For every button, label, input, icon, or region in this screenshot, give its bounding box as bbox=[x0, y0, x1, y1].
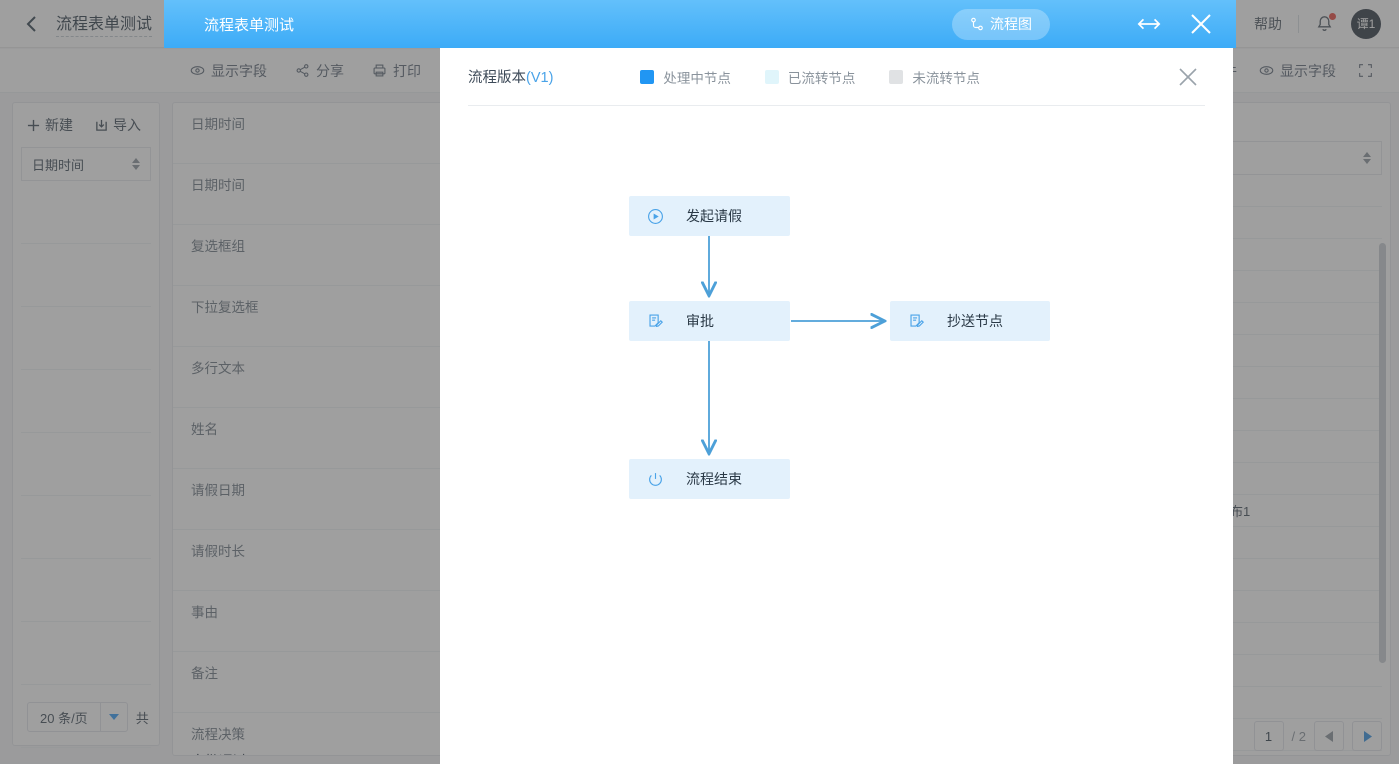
flow-canvas: 发起请假 审批 抄送节点 bbox=[440, 106, 1233, 746]
legend-item: 处理中节点 bbox=[640, 67, 731, 87]
legend-swatch bbox=[640, 69, 655, 84]
flow-header-title: 流程表单测试 bbox=[204, 16, 295, 34]
flow-node-cc[interactable]: 抄送节点 bbox=[890, 301, 1050, 341]
flow-diagram-modal: 流程版本(V1) 处理中节点 已流转节点 未流转节点 bbox=[440, 48, 1233, 764]
flow-node-start[interactable]: 发起请假 bbox=[629, 196, 790, 236]
play-circle-icon bbox=[647, 208, 664, 225]
flow-node-label: 审批 bbox=[686, 313, 714, 329]
flow-node-label: 发起请假 bbox=[686, 208, 742, 224]
flow-version-number: (V1) bbox=[526, 70, 554, 86]
modal-divider bbox=[468, 105, 1205, 106]
power-circle-icon bbox=[647, 471, 664, 488]
flow-header-actions: 流程图 bbox=[952, 8, 1236, 40]
flow-edges bbox=[440, 236, 1233, 746]
flow-node-label: 抄送节点 bbox=[947, 313, 1003, 329]
flow-node-label: 流程结束 bbox=[686, 471, 742, 487]
flow-legend: 处理中节点 已流转节点 未流转节点 bbox=[640, 67, 980, 87]
expand-horizontal-icon[interactable] bbox=[1136, 16, 1162, 32]
flow-chart-button-label: 流程图 bbox=[990, 16, 1032, 32]
flow-modal-header: 流程版本(V1) 处理中节点 已流转节点 未流转节点 bbox=[440, 48, 1233, 105]
legend-item: 未流转节点 bbox=[889, 67, 980, 87]
flow-version-text: 流程版本 bbox=[468, 70, 526, 86]
close-icon[interactable] bbox=[1188, 11, 1214, 37]
flow-node-approve[interactable]: 审批 bbox=[629, 301, 790, 341]
form-edit-icon bbox=[908, 313, 925, 330]
flow-node-end[interactable]: 流程结束 bbox=[629, 459, 790, 499]
legend-swatch bbox=[889, 69, 904, 84]
legend-label: 处理中节点 bbox=[663, 70, 731, 86]
legend-swatch bbox=[764, 69, 779, 84]
legend-label: 已流转节点 bbox=[787, 70, 856, 86]
flow-branch-icon bbox=[971, 17, 983, 31]
legend-item: 已流转节点 bbox=[764, 67, 856, 87]
modal-close-icon[interactable] bbox=[1177, 66, 1199, 88]
flow-app-header: 流程表单测试 流程图 bbox=[164, 0, 1236, 48]
legend-label: 未流转节点 bbox=[912, 70, 980, 86]
form-edit-icon bbox=[647, 313, 664, 330]
flow-chart-button[interactable]: 流程图 bbox=[952, 8, 1050, 40]
flow-version-label: 流程版本(V1) bbox=[468, 66, 553, 87]
